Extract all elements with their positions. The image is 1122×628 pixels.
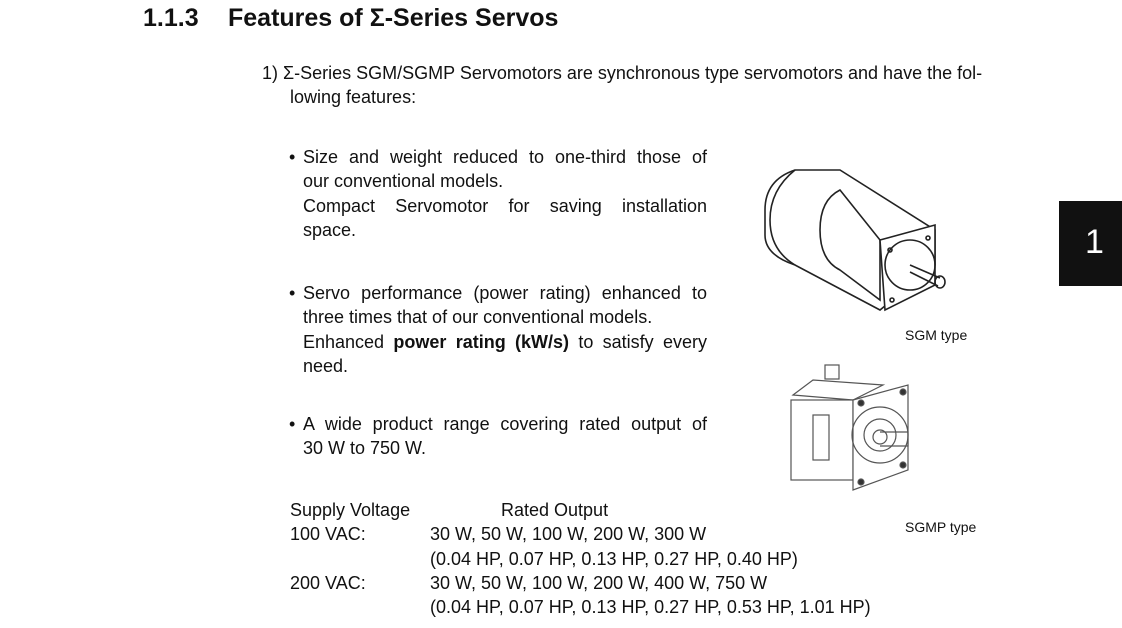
section-title: Features of Σ-Series Servos (228, 4, 559, 32)
sgm-motor-illustration (764, 169, 946, 312)
intro-line-1: Σ-Series SGM/SGMP Servomotors are synchr… (283, 63, 983, 83)
voltage-cell: 100 VAC: (290, 524, 366, 545)
chapter-tab: 1 (1059, 201, 1122, 286)
bullet-text: A wide product range covering rated outp… (303, 414, 707, 434)
bullet-text: space. (303, 219, 357, 240)
bullet-text: Size and weight reduced to one-third tho… (303, 147, 707, 167)
hp-cell: (0.04 HP, 0.07 HP, 0.13 HP, 0.27 HP, 0.5… (430, 597, 871, 618)
bullet-text: need. (303, 355, 349, 376)
bullet-text: Compact Servomotor for saving installati… (303, 195, 707, 216)
section-number: 1.1.3 (143, 4, 199, 32)
sgm-caption: SGM type (905, 327, 968, 343)
sgmp-caption: SGMP type (905, 519, 977, 535)
bullet-item: • Servo performance (power rating) enhan… (289, 281, 707, 378)
bullet-text: to satisfy every (569, 331, 708, 352)
chapter-number: 1 (1085, 223, 1104, 261)
bullet-text: Servo performance (power rating) enhance… (303, 283, 707, 303)
bullet-text: 30 W to 750 W. (303, 438, 427, 459)
intro-line-2: lowing features: (290, 87, 417, 108)
bullet-item: • Size and weight reduced to one-third t… (289, 145, 707, 242)
list-marker: 1) (262, 63, 279, 83)
section-heading: 1.1.3 Features of Σ-Series Servos (143, 4, 558, 33)
bullet-item: • A wide product range covering rated ou… (289, 412, 707, 461)
bullet-text: our conventional models. (303, 171, 504, 192)
sgmp-motor-illustration (790, 364, 909, 491)
column-header: Rated Output (501, 500, 609, 520)
voltage-cell: 200 VAC: (290, 572, 366, 593)
intro-paragraph: 1) Σ-Series SGM/SGMP Servomotors are syn… (262, 61, 982, 110)
bold-term: power rating (kW/s) (393, 331, 570, 352)
bullet-text: three times that of our conventional mod… (303, 307, 653, 328)
table-row: 200 VAC: 30 W, 50 W, 100 W, 200 W, 400 W,… (290, 571, 930, 595)
hp-cell: (0.04 HP, 0.07 HP, 0.13 HP, 0.27 HP, 0.4… (430, 548, 798, 569)
table-row: 100 VAC: 30 W, 50 W, 100 W, 200 W, 300 W (290, 522, 930, 546)
watts-cell: 30 W, 50 W, 100 W, 200 W, 400 W, 750 W (430, 572, 768, 593)
rated-output-table: Supply Voltage Rated Output 100 VAC: 30 W,… (290, 498, 930, 619)
watts-cell: 30 W, 50 W, 100 W, 200 W, 300 W (430, 524, 707, 545)
bullet-text: Enhanced (303, 331, 394, 352)
column-header: Supply Voltage (290, 500, 411, 520)
